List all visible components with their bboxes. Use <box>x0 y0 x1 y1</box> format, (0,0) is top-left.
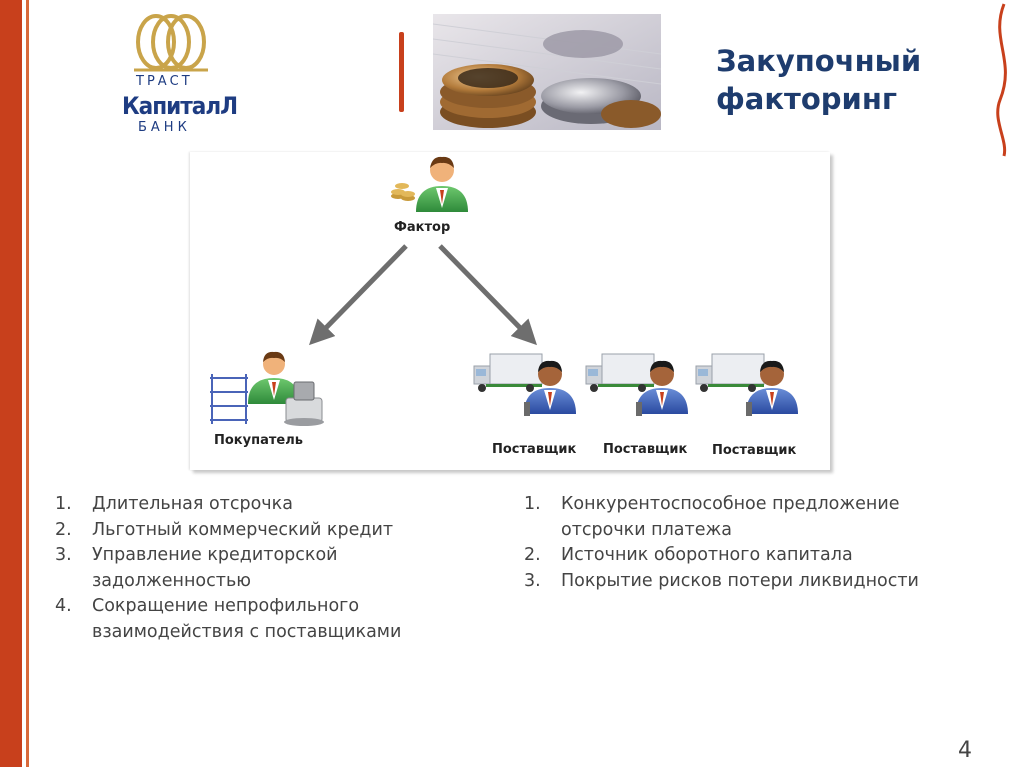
buyer-benefits-list: 1.Длительная отсрочка 2.Льготный коммерч… <box>55 492 495 645</box>
left-accent-bar <box>0 0 22 767</box>
decorative-swoosh <box>996 3 1007 157</box>
header-divider <box>399 32 404 112</box>
list-item: 2.Льготный коммерческий кредит <box>55 519 394 540</box>
supplier-icon-1 <box>473 353 576 416</box>
logo-coins-icon <box>134 14 208 72</box>
list-item: 4.Сокращение непрофильного взаимодействи… <box>55 596 402 642</box>
page-number: 4 <box>958 738 972 763</box>
supplier-label-2: Поставщик <box>603 442 688 457</box>
arrow-factor-to-buyer <box>309 244 408 346</box>
logo-text-bank: БАНК <box>138 120 191 135</box>
buyer-icon <box>210 351 324 426</box>
factor-label: Фактор <box>394 220 451 235</box>
buyer-label: Покупатель <box>214 433 303 448</box>
arrow-factor-to-suppliers <box>438 244 537 346</box>
coins-photo <box>433 14 661 130</box>
slide-title: Закупочный факторинг <box>716 42 921 118</box>
logo-text-trast: ТРАСТ <box>136 74 193 89</box>
supplier-label-1: Поставщик <box>492 442 577 457</box>
supplier-icon-2 <box>585 353 688 416</box>
supplier-label-3: Поставщик <box>712 443 797 458</box>
left-accent-line <box>26 0 29 767</box>
bank-logo: ТРАСТ КапиталЛ БАНК <box>118 12 238 142</box>
diagram-graphics <box>210 156 798 426</box>
list-item: 2.Источник оборотного капитала <box>524 545 853 565</box>
list-item: 1.Конкурентоспособное предложение отсроч… <box>524 494 900 540</box>
title-line-1: Закупочный <box>716 44 922 78</box>
factor-person-icon <box>391 156 468 212</box>
list-item: 3.Покрытие рисков потери ликвидности <box>524 570 919 591</box>
list-item: 3.Управление кредиторской задолженностью <box>55 545 338 591</box>
supplier-icon-3 <box>695 353 798 416</box>
logo-text-kapital: КапиталЛ <box>122 92 238 120</box>
title-line-2: факторинг <box>716 82 898 116</box>
supplier-benefits-list: 1.Конкурентоспособное предложение отсроч… <box>524 492 954 594</box>
list-item: 1.Длительная отсрочка <box>55 494 293 514</box>
factoring-diagram: Фактор Покупатель Поставщик Поставщик По… <box>190 152 830 470</box>
